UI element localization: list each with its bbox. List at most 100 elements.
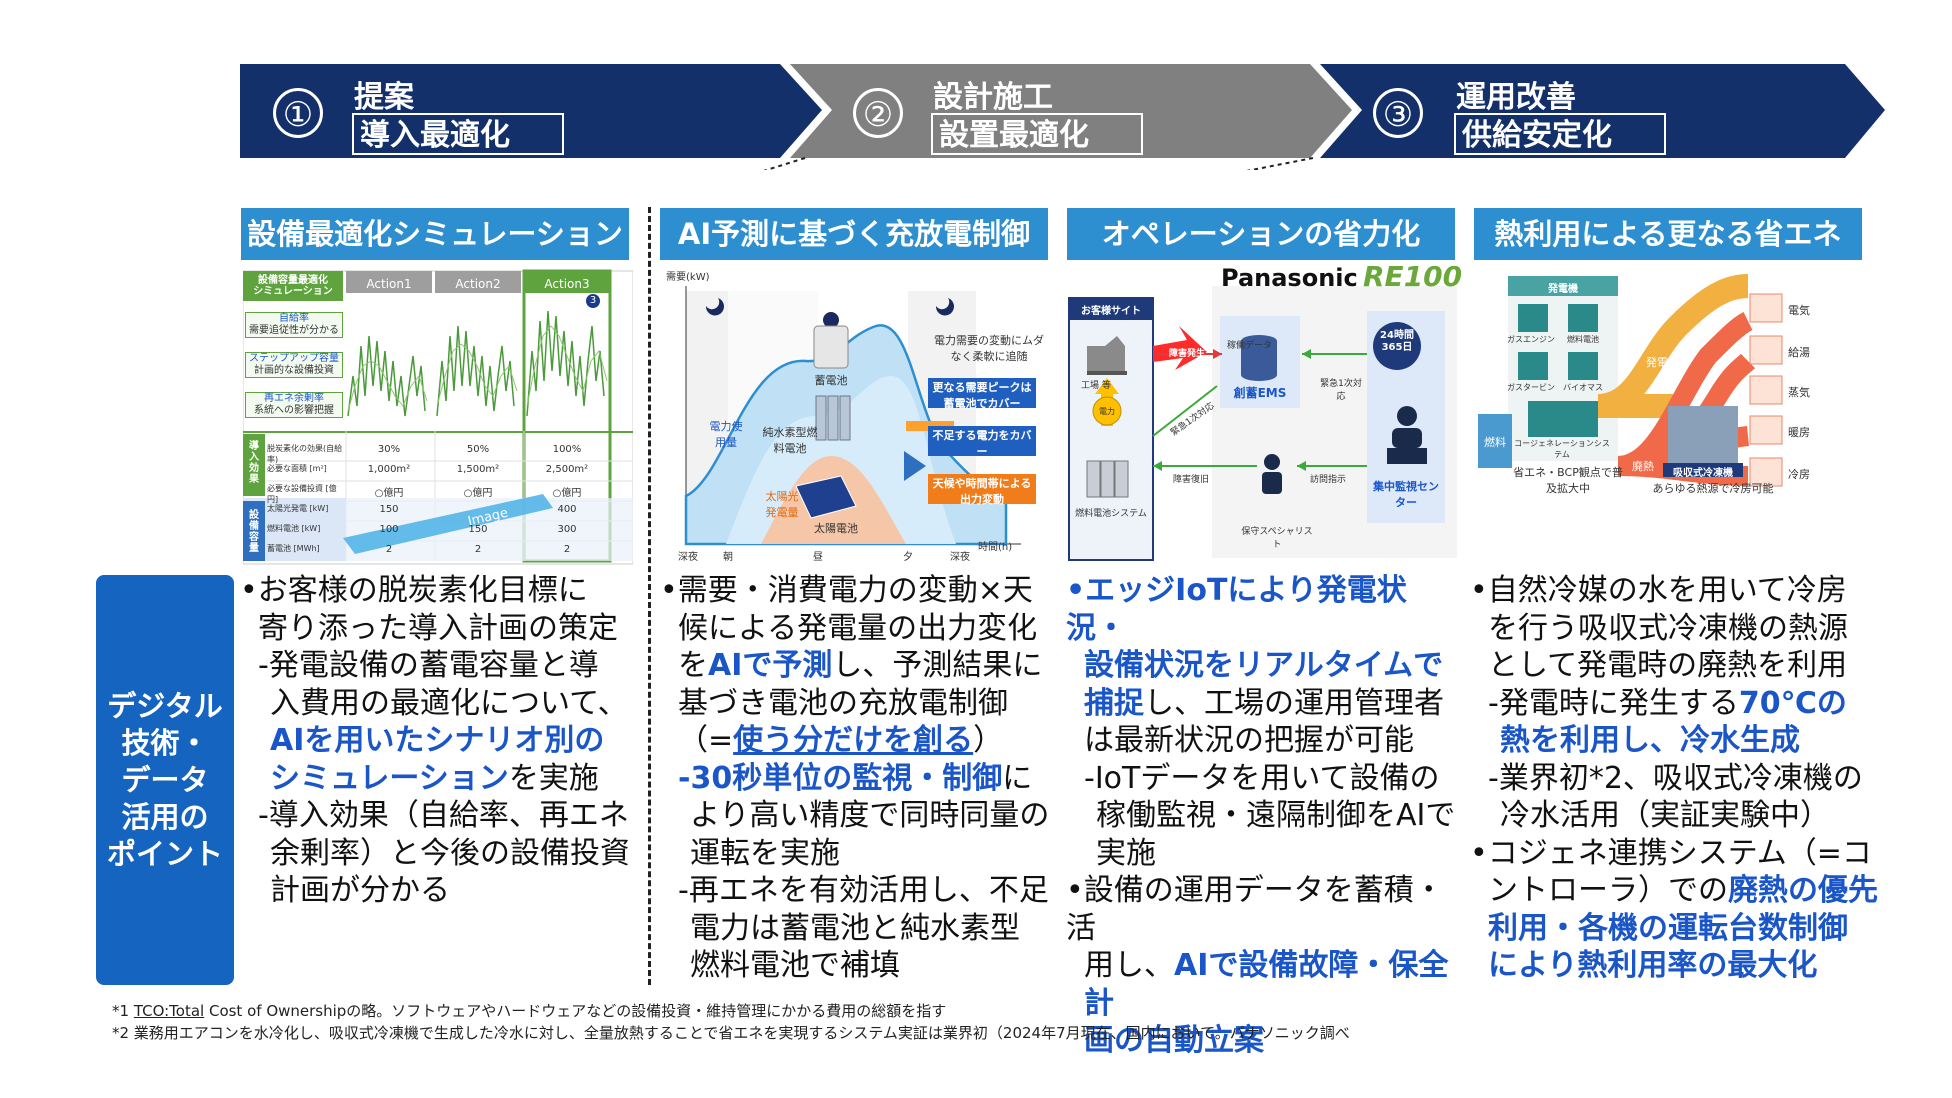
section-title-ops: オペレーションの省力化 — [1067, 208, 1455, 260]
text1-line: 入費用の最適化について、 — [270, 685, 628, 721]
text4-highlight: 70℃の — [1738, 685, 1847, 721]
step2-box: 設置最適化 — [931, 113, 1143, 155]
text-column-4: •自然冷媒の水を用いて冷房 を行う吸収式冷凍機の熱源 として発電時の廃熱を利用 … — [1470, 572, 1880, 985]
step1-box: 導入最適化 — [352, 113, 564, 155]
text3-highlight: 画の自動立案 — [1084, 1023, 1264, 1058]
text3-line: 稼働監視・遠隔制御をAIで — [1096, 798, 1456, 833]
sim-item3-title: 再エネ余剰率 — [264, 393, 324, 404]
fuel-cell-label: 燃料電池 — [1567, 335, 1599, 344]
row0-val2: 50% — [466, 444, 490, 455]
text4-highlight: 利用・各機の運転台数制御 — [1488, 910, 1848, 946]
text1-line: 寄り添った導入計画の策定 — [258, 610, 618, 646]
text4-line: -発電時に発生する — [1488, 685, 1739, 721]
row-label-4: 燃料電池 [kW] — [267, 524, 321, 533]
row1-val1: 1,000m² — [367, 464, 411, 475]
row5-val3: 2 — [563, 544, 571, 555]
heat-panel: 発電機 ガスエンジン 燃料電池 ガスタービン バイオマス コージェネレーションシ… — [1478, 266, 1868, 566]
output-hotwater: 給湯 — [1788, 346, 1810, 359]
text2-line: より高い精度で同時同量の — [690, 798, 1050, 833]
cogen-label: コージェネレーションシステム — [1514, 439, 1610, 459]
fuel-label: 燃料 — [1484, 436, 1506, 449]
text4-line: •コジェネ連携システム（=コ — [1470, 835, 1872, 871]
zoom-line-left — [763, 157, 806, 170]
ai-xtick-0: 深夜 — [678, 552, 698, 563]
step2-title: 設計施工 — [933, 80, 1053, 115]
sim-header-line1: 設備容量最適化 — [258, 275, 328, 286]
center-label: 集中監視センター — [1373, 480, 1439, 509]
text4-line: •自然冷媒の水を用いて冷房 — [1470, 573, 1847, 608]
gen-label: 発電 — [1646, 356, 1668, 369]
text2-highlight: -30秒単位の監視・制御 — [678, 760, 1003, 796]
row-label-0: 脱炭素化の効果(自給率) — [267, 444, 343, 464]
ai-solar-label: 太陽電池 — [814, 522, 858, 535]
row1-val3: 2,500m² — [545, 464, 589, 475]
process-arrows — [240, 64, 1885, 170]
sim-header-line2: シミュレーション — [253, 286, 333, 297]
label-line-3: データ — [121, 762, 209, 797]
text1-line: -導入効果（自給率、再エネ — [258, 798, 629, 833]
step3-box: 供給安定化 — [1454, 113, 1666, 155]
power-label: 電力 — [1099, 407, 1115, 416]
text4-highlight: 熱を利用し、冷水生成 — [1500, 723, 1800, 758]
text3-line: -IoTデータを用いて設備の — [1084, 760, 1440, 796]
ai-usage-label: 電力使用量 — [709, 420, 743, 449]
restore-label: 障害復旧 — [1172, 475, 1209, 485]
step3-arrow — [1320, 64, 1885, 158]
row5-val1: 2 — [385, 544, 393, 555]
text4-line: ントローラ）での — [1488, 873, 1728, 908]
output-heating: 暖房 — [1788, 426, 1810, 439]
row3-val1: 150 — [379, 504, 399, 515]
biomass-label: バイオマス — [1563, 383, 1603, 392]
row2-val3: ○億円 — [552, 488, 582, 499]
text2-line: 基づき電池の充放電制御 — [678, 685, 1008, 721]
specialist-label: 保守スペシャリスト — [1241, 527, 1313, 550]
text2-highlight: 使う分だけを創る — [733, 723, 974, 758]
panasonic-logo: Panasonic — [1221, 266, 1358, 292]
digital-points-label: デジタル 技術・ データ 活用の ポイント — [96, 575, 234, 985]
section-title-heat: 熱利用による更なる省エネ — [1474, 208, 1862, 260]
waste-heat-label: 廃熱 — [1632, 460, 1654, 473]
text1-highlight: シミュレーション — [270, 760, 509, 796]
text-column-1: •お客様の脱炭素化目標に 寄り添った導入計画の策定 -発電設備の蓄電容量と導 入… — [240, 572, 640, 910]
row3-val3: 400 — [557, 504, 577, 515]
ai-forecast-panel: 需要(kW) 電力使用量 蓄電池 純水素型燃料電池 太陽光発電量 太陽電池 電力… — [666, 266, 1056, 566]
re100-logo: RE100 — [1363, 266, 1462, 293]
action3-label: Action3 — [544, 277, 590, 291]
action2-label: Action2 — [455, 277, 501, 291]
step2-arrow — [790, 64, 1352, 158]
text1-line: •お客様の脱炭素化目標に — [240, 573, 588, 608]
h24-label: 24時間 365日 — [1380, 330, 1414, 353]
row1-val2: 1,500m² — [456, 464, 500, 475]
footnote1-text: Cost of Ownershipの略。ソフトウェアやハードウェアなどの設備投資… — [204, 1002, 947, 1020]
ai-xtick-4: 深夜 — [950, 552, 970, 563]
text2-line: に — [1002, 760, 1033, 796]
text-column-2: •需要・消費電力の変動×天 候による発電量の出力変化 をAIで予測し、予測結果に… — [660, 572, 1060, 985]
heat-graphic — [1478, 274, 1783, 487]
footnote1-underlined: TCO:Total — [133, 1002, 205, 1020]
text3-highlight: •エッジIoTにより発電状況・ — [1066, 573, 1407, 646]
text3-line: し、工場の運用管理者 — [1144, 685, 1444, 721]
step1-arrow — [240, 64, 822, 158]
section-title-simulation: 設備最適化シミュレーション — [241, 208, 629, 260]
text2-line: 燃料電池で補填 — [690, 948, 900, 983]
urgent-label: 緊急1次対応 — [1320, 379, 1362, 402]
row4-val1: 100 — [379, 524, 399, 535]
label-line-5: ポイント — [106, 836, 223, 871]
action1-label: Action1 — [366, 277, 412, 291]
group1-label: 導入効果 — [249, 441, 259, 485]
row-label-5: 蓄電池 [MWh] — [267, 544, 320, 553]
text3-highlight: 捕捉 — [1084, 685, 1144, 721]
step2-number: ② — [853, 88, 903, 138]
operation-data-label: 稼働データ — [1227, 341, 1273, 351]
text-column-3: •エッジIoTにより発電状況・ 設備状況をリアルタイムで 捕捉し、工場の運用管理… — [1066, 572, 1466, 1060]
ai-xtick-2: 昼 — [813, 552, 823, 563]
row4-val2: 150 — [468, 524, 488, 535]
ai-box2: 不足する電力をカバー — [932, 429, 1032, 458]
ai-box3: 天候や時間帯による出力変動 — [932, 477, 1032, 506]
row2-val2: ○億円 — [463, 488, 493, 499]
row-label-2: 必要な設備投資 [億円] — [267, 484, 337, 504]
sim-item1-sub: 需要追従性が分かる — [249, 325, 339, 336]
label-line-4: 活用の — [121, 799, 209, 834]
operations-graphic — [1068, 286, 1457, 561]
ai-fuelcell-label: 純水素型燃料電池 — [762, 426, 818, 455]
